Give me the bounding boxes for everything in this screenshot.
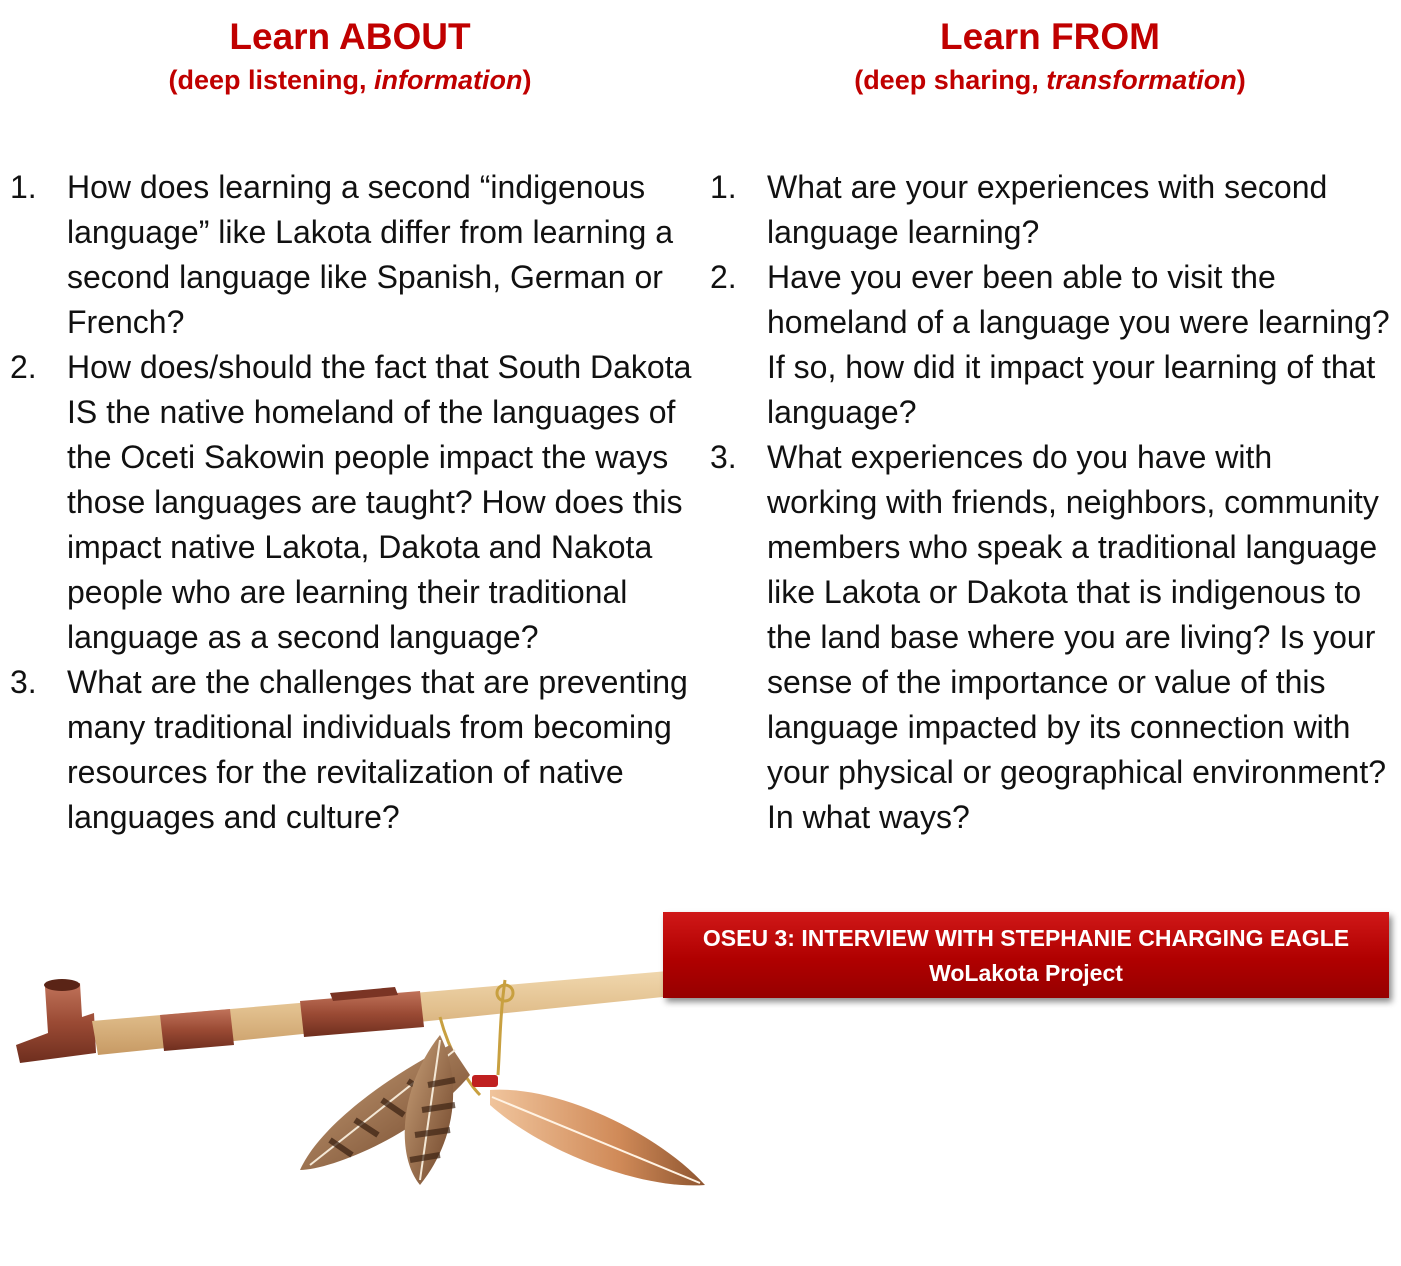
list-item-number: 2. [10,349,37,385]
list-item-number: 2. [710,259,737,295]
left-subtitle-italic: information [374,65,523,95]
left-question-list: 1. How does learning a second “indigenous… [10,165,695,840]
list-item: 1. How does learning a second “indigenous… [10,165,695,345]
left-column-title: Learn ABOUT [229,16,471,57]
interview-banner: OSEU 3: INTERVIEW WITH STEPHANIE CHARGIN… [663,912,1389,998]
list-item-number: 3. [710,439,737,475]
list-item-text: How does/should the fact that South Dako… [67,349,692,655]
list-item-text: What experiences do you have with workin… [767,439,1387,835]
pipe-with-feathers-icon [16,963,768,1186]
right-subtitle-italic: transformation [1046,65,1237,95]
right-column-subtitle: (deep sharing, transformation) [700,60,1400,100]
left-column-header: Learn ABOUT (deep listening, information… [0,14,700,100]
list-item-text: Have you ever been able to visit the hom… [767,259,1390,430]
list-item: 2. Have you ever been able to visit the h… [710,255,1390,435]
right-question-list: 1. What are your experiences with second … [710,165,1390,840]
banner-title: OSEU 3: INTERVIEW WITH STEPHANIE CHARGIN… [702,925,1350,951]
left-subtitle-prefix: (deep listening, [168,65,375,95]
right-subtitle-suffix: ) [1236,65,1246,95]
list-item-text: What are the challenges that are prevent… [67,664,688,835]
list-item: 3. What experiences do you have with work… [710,435,1390,840]
list-item-number: 3. [10,664,37,700]
right-column-header: Learn FROM (deep sharing, transformation… [700,14,1400,100]
list-item: 1. What are your experiences with second … [710,165,1390,255]
left-subtitle-suffix: ) [522,65,532,95]
list-item-text: How does learning a second “indigenous l… [67,169,673,340]
right-subtitle-prefix: (deep sharing, [854,65,1047,95]
list-item-number: 1. [710,169,737,205]
list-item-number: 1. [10,169,37,205]
right-column-title: Learn FROM [940,16,1160,57]
left-column-subtitle: (deep listening, information) [0,60,700,100]
list-item-text: What are your experiences with second la… [767,169,1328,250]
list-item: 3. What are the challenges that are preve… [10,660,695,840]
list-item: 2. How does/should the fact that South Da… [10,345,695,660]
banner-subtitle: WoLakota Project [929,960,1123,986]
